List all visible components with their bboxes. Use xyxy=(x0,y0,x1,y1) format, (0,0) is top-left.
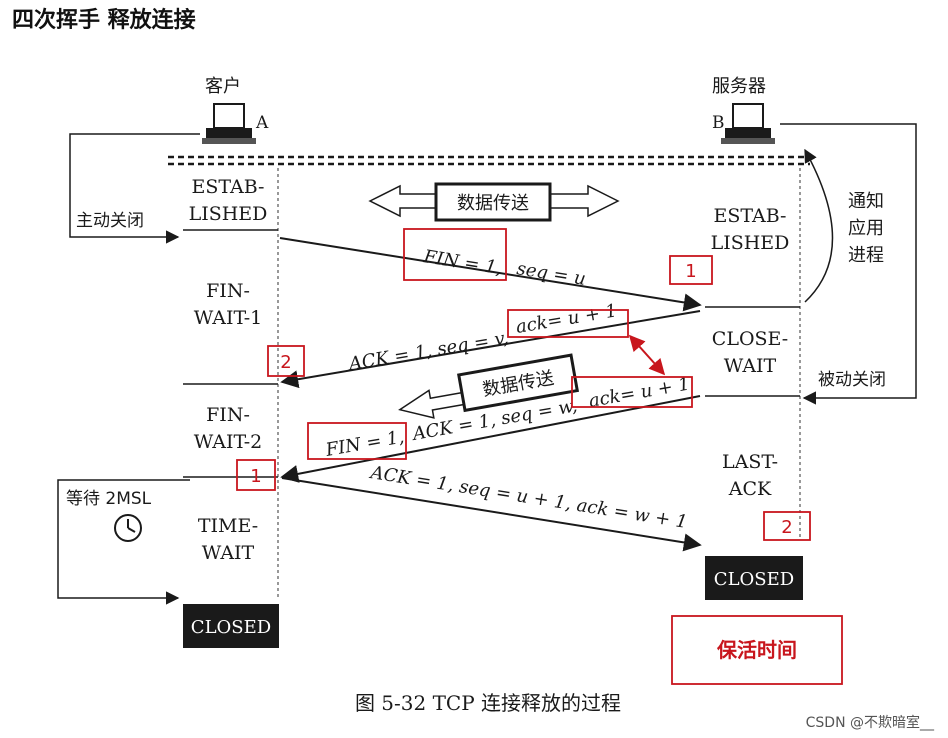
client-computer-icon xyxy=(202,103,256,144)
msg2-main-text: ACK = 1, seq = v, xyxy=(345,328,510,376)
notify-label-2: 应用 xyxy=(848,218,884,239)
msg3-ack-highlight xyxy=(571,376,693,408)
client-host-letter: A xyxy=(255,113,269,133)
svg-text:CLOSED: CLOSED xyxy=(714,569,794,590)
passive-close-label: 被动关闭 xyxy=(818,370,886,390)
client-state-established-2: LISHED xyxy=(189,203,268,225)
marker-server-2: 2 xyxy=(763,511,811,541)
client-state-fin-wait1-2: WAIT-1 xyxy=(194,307,263,329)
notify-label-3: 进程 xyxy=(848,245,884,266)
server-computer-icon xyxy=(721,103,775,144)
client-state-time-wait-1: TIME- xyxy=(198,515,258,537)
server-host-letter: B xyxy=(712,113,725,133)
svg-text:1: 1 xyxy=(250,466,261,487)
wait-2msl-loop xyxy=(57,479,190,605)
msg4-text: ACK = 1, seq = u + 1, ack = w + 1 xyxy=(367,462,689,533)
client-state-fin-wait2-1: FIN- xyxy=(206,404,250,426)
server-state-last-ack-2: ACK xyxy=(728,478,772,500)
notify-app-curve xyxy=(804,148,834,303)
server-label: 服务器 xyxy=(712,76,766,97)
server-state-last-ack-1: LAST- xyxy=(722,451,778,473)
figure-caption: 图 5-32 TCP 连接释放的过程 xyxy=(355,691,621,715)
server-state-close-wait-2: WAIT xyxy=(724,355,777,377)
server-state-established-1: ESTAB- xyxy=(714,205,787,227)
svg-text:保活时间: 保活时间 xyxy=(716,638,797,662)
active-close-loop xyxy=(69,133,200,244)
page-title: 四次挥手 释放连接 xyxy=(12,8,196,33)
svg-text:CLOSED: CLOSED xyxy=(191,617,271,638)
svg-text:2: 2 xyxy=(280,352,291,373)
notify-label-1: 通知 xyxy=(848,191,884,212)
data-transfer-arrow-middle: 数据传送 xyxy=(398,353,580,419)
msg1-seq-text: seq = u xyxy=(515,258,587,290)
msg2-ack-highlight xyxy=(507,309,629,338)
svg-text:数据传送: 数据传送 xyxy=(457,193,529,214)
msg1-fin-highlight xyxy=(403,228,507,281)
ack-link-red-arrow xyxy=(628,334,666,376)
marker-client-2: 2 xyxy=(267,345,305,377)
client-state-fin-wait1-1: FIN- xyxy=(206,280,250,302)
svg-text:1: 1 xyxy=(685,261,696,282)
msg2-ack-text: ack= u + 1 xyxy=(514,300,618,338)
client-state-fin-wait2-2: WAIT-2 xyxy=(194,431,263,453)
watermark: CSDN @不欺暗室__ xyxy=(805,715,934,731)
data-transfer-arrow-top: 数据传送 xyxy=(368,182,620,222)
wait-2msl-label: 等待 2MSL xyxy=(66,489,152,509)
server-closed-badge: CLOSED xyxy=(705,556,803,600)
client-label: 客户 xyxy=(205,76,241,97)
msg3-fin-highlight xyxy=(307,422,407,460)
msg1-fin-text: FIN = 1, xyxy=(421,246,503,279)
server-state-established-2: LISHED xyxy=(711,232,790,254)
msg4-ack-arrow xyxy=(281,477,702,552)
server-state-close-wait-1: CLOSE- xyxy=(712,328,788,350)
msg1-fin-arrow xyxy=(279,237,702,312)
keepalive-box: 保活时间 xyxy=(671,615,843,685)
client-state-time-wait-2: WAIT xyxy=(202,542,255,564)
msg2-ack-arrow xyxy=(280,310,701,389)
client-closed-badge: CLOSED xyxy=(183,604,279,648)
svg-text:2: 2 xyxy=(781,517,792,538)
client-state-established-1: ESTAB- xyxy=(192,176,265,198)
marker-client-1: 1 xyxy=(236,459,276,491)
msg3-fin-arrow xyxy=(280,395,701,483)
marker-server-1: 1 xyxy=(669,255,713,285)
clock-icon xyxy=(114,514,142,542)
passive-close-loop xyxy=(780,123,917,405)
active-close-label: 主动关闭 xyxy=(76,211,144,231)
